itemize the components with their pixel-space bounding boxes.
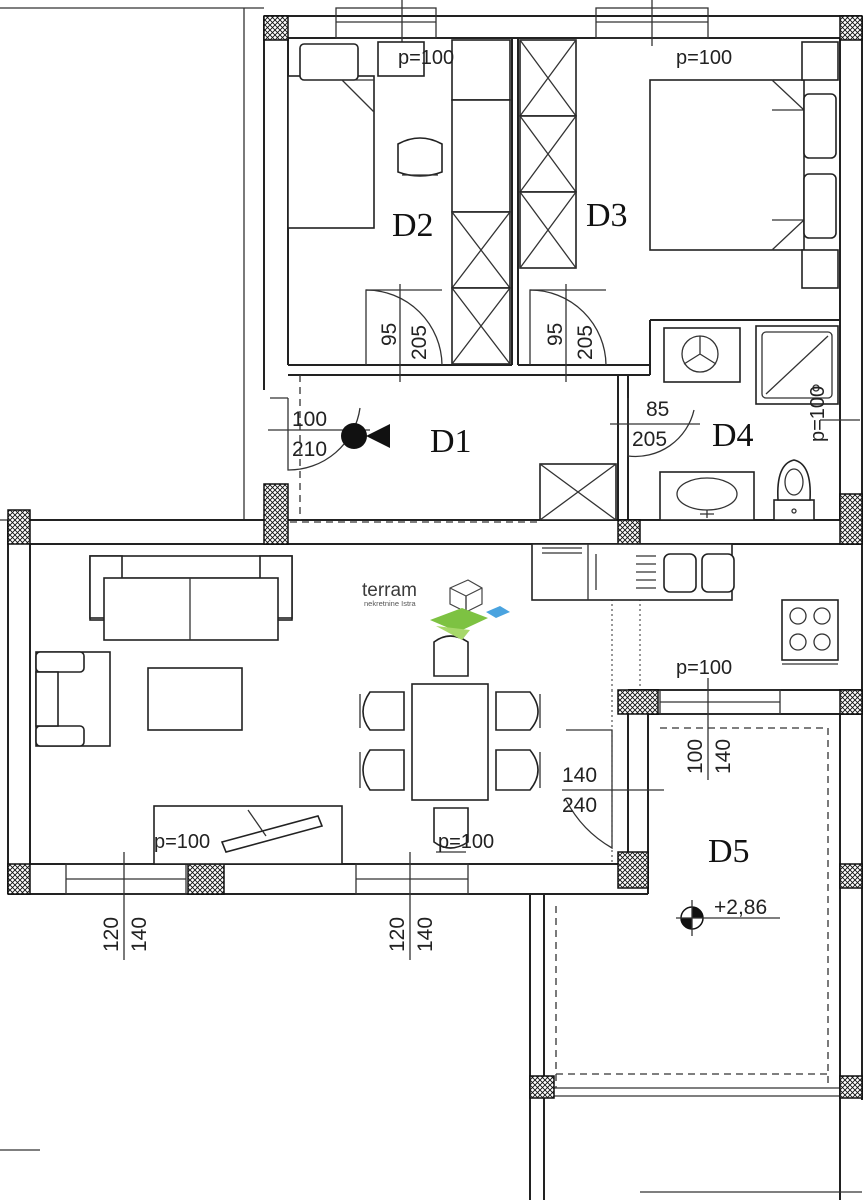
door-d4-height: 205 <box>632 428 667 451</box>
elevation-label: +2,86 <box>714 896 767 919</box>
window-living-mid-width: 120 <box>386 917 409 952</box>
room-labels: D2 D3 D1 D4 D5 <box>392 197 754 870</box>
ceiling-labels: p=100 p=100 p=100 p=100 p=100 p=100 <box>154 47 829 853</box>
room-label-d3: D3 <box>586 197 628 234</box>
shower <box>755 325 839 405</box>
door-entry-height: 210 <box>292 438 327 461</box>
sofa <box>89 555 293 641</box>
room-label-d5: D5 <box>708 833 750 870</box>
window-kitchen-height: 140 <box>712 739 735 774</box>
bed-d3 <box>649 41 839 289</box>
door-entry-width: 100 <box>292 408 327 431</box>
logo-name: terram <box>362 580 417 601</box>
logo-green-mark <box>430 608 488 632</box>
logo-tagline: nekretnine Istra <box>364 599 417 608</box>
door-d4-width: 85 <box>646 398 669 421</box>
window-living-left-width: 120 <box>100 917 123 952</box>
logo-blue-mark <box>486 606 510 618</box>
room-label-d2: D2 <box>392 207 434 244</box>
label-p-living-left: p=100 <box>154 831 210 853</box>
door-d3-height: 205 <box>574 325 597 360</box>
wardrobe-d2 <box>451 39 511 365</box>
elevation-marker-icon <box>676 900 780 936</box>
label-p-d2: p=100 <box>398 47 454 69</box>
terram-logo: terram nekretnine Istra <box>362 579 510 640</box>
door-terrace-width: 140 <box>562 764 597 787</box>
nightstand-d2 <box>377 41 425 77</box>
window-living-left-height: 140 <box>128 917 151 952</box>
terrace <box>529 714 862 1200</box>
door-d3-width: 95 <box>544 323 567 346</box>
armchair <box>35 651 111 747</box>
label-p-kitchen: p=100 <box>676 657 732 679</box>
label-p-d3: p=100 <box>676 47 732 69</box>
coffee-table <box>147 667 243 731</box>
top-windows <box>335 0 709 46</box>
door-d2-width: 95 <box>378 323 401 346</box>
bed-d2 <box>287 43 375 229</box>
wardrobe-d3 <box>519 39 577 269</box>
window-living-mid-height: 140 <box>414 917 437 952</box>
dining-chairs <box>359 635 541 853</box>
room-label-d4: D4 <box>712 417 754 454</box>
window-kitchen-width: 100 <box>684 739 707 774</box>
door-dimensions: 95 205 95 205 100 210 85 205 140 240 <box>292 323 669 817</box>
structural-columns <box>7 15 863 1099</box>
room-label-d1: D1 <box>430 423 472 460</box>
dining-table <box>411 683 489 801</box>
door-terrace-height: 240 <box>562 794 597 817</box>
living-windows <box>65 678 781 960</box>
window-dimensions: 120 140 120 140 100 140 <box>100 739 735 952</box>
kitchen-counter <box>531 543 735 601</box>
label-p-living-mid: p=100 <box>438 831 494 853</box>
toilet <box>773 459 815 521</box>
sink-d4 <box>659 471 755 521</box>
hall-cabinet <box>539 463 617 521</box>
washing-machine <box>663 327 741 383</box>
label-p-d4: p=100 <box>807 386 829 442</box>
desk-chair-d2 <box>397 137 443 177</box>
cooktop <box>781 599 839 665</box>
tv-unit <box>153 805 343 865</box>
entry-icon <box>341 423 390 449</box>
door-d2-height: 205 <box>408 325 431 360</box>
